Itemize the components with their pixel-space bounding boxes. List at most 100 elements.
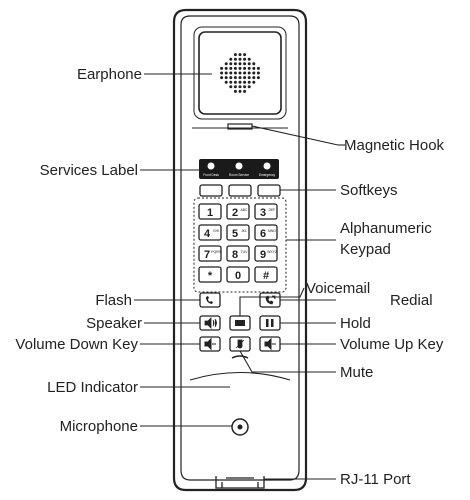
grille-hole	[229, 71, 233, 75]
service-icon	[235, 162, 243, 170]
grille-hole	[233, 62, 237, 66]
keypad-letters: PQRS	[211, 250, 221, 254]
redial-icon	[265, 295, 276, 305]
keypad-key[interactable]	[254, 245, 278, 262]
service-caption: Room Service	[229, 173, 249, 177]
grille-hole	[243, 57, 247, 61]
mute-icon	[235, 339, 245, 349]
grille-hole	[238, 66, 242, 70]
grille-hole	[243, 53, 247, 57]
label-redial: Redial	[390, 292, 433, 309]
keypad-digit: 7	[204, 249, 210, 261]
label-hold: Hold	[340, 315, 371, 332]
keypad-digit: 0	[235, 270, 241, 282]
label-earphone: Earphone	[76, 66, 142, 83]
keypad-key[interactable]	[198, 224, 222, 241]
grille-hole	[233, 76, 237, 80]
label-mute: Mute	[340, 364, 374, 381]
grille-hole	[229, 57, 233, 61]
grille-hole	[233, 85, 237, 89]
keypad-digit: 1	[207, 207, 213, 219]
grille-hole	[243, 62, 247, 66]
grille-hole	[233, 89, 237, 93]
keypad-key[interactable]	[254, 203, 278, 220]
grille-hole	[243, 80, 247, 84]
grille-hole	[247, 85, 251, 89]
keypad-letters: TUV	[241, 250, 249, 254]
label-volume-down: Volume Down Key	[15, 336, 138, 353]
grille-hole	[238, 71, 242, 75]
grille-hole	[247, 80, 251, 84]
speaker-icon	[204, 317, 217, 329]
keypad-key[interactable]	[198, 266, 222, 283]
grille-hole	[247, 76, 251, 80]
grille-hole	[220, 66, 224, 70]
label-keypad: Keypad	[340, 241, 391, 258]
grille-hole	[238, 80, 242, 84]
softkey-3[interactable]	[257, 184, 281, 197]
keypad-digit: *	[208, 270, 213, 282]
hold-key[interactable]	[259, 315, 281, 331]
grille-hole	[224, 66, 228, 70]
grille-hole	[233, 66, 237, 70]
rj11-port	[215, 476, 265, 489]
keypad-letters: MNO	[268, 229, 276, 233]
keypad-key[interactable]	[226, 203, 250, 220]
grille-hole	[233, 57, 237, 61]
keypad-key[interactable]	[226, 224, 250, 241]
softkey-1[interactable]	[199, 184, 223, 197]
service-icon	[207, 162, 215, 170]
keypad-letters: GHI	[213, 229, 219, 233]
keypad-key[interactable]	[198, 245, 222, 262]
keypad-digit: 5	[232, 228, 238, 240]
grille-hole	[256, 71, 260, 75]
grille-hole	[233, 53, 237, 57]
keypad-key[interactable]	[254, 224, 278, 241]
earphone-grille	[220, 53, 260, 93]
grille-hole	[243, 66, 247, 70]
keypad-frame	[193, 197, 287, 293]
keypad-letters: JKL	[241, 229, 247, 233]
grille-hole	[247, 71, 251, 75]
grille-hole	[247, 66, 251, 70]
grille-hole	[238, 53, 242, 57]
label-alphanumeric: Alphanumeric	[340, 220, 432, 237]
keypad-key[interactable]	[226, 266, 250, 283]
label-led: LED Indicator	[47, 379, 138, 396]
grille-hole	[243, 89, 247, 93]
redial-key[interactable]	[259, 292, 281, 308]
grille-hole	[252, 80, 256, 84]
label-softkeys: Softkeys	[340, 182, 398, 199]
keypad-digit: 3	[260, 207, 266, 219]
keypad-letters: WXYZ	[267, 250, 277, 254]
label-speaker: Speaker	[86, 315, 142, 332]
grille-hole	[229, 66, 233, 70]
grille-hole	[252, 66, 256, 70]
voicemail-icon	[235, 320, 245, 326]
keypad-key[interactable]	[198, 203, 222, 220]
keypad-digit: 4	[204, 228, 211, 240]
grille-hole	[247, 57, 251, 61]
grille-hole	[238, 62, 242, 66]
grille-hole	[256, 76, 260, 80]
grille-hole	[252, 76, 256, 80]
service-icon	[263, 162, 271, 170]
grille-hole	[220, 76, 224, 80]
keypad-key[interactable]	[254, 266, 278, 283]
grille-hole	[229, 80, 233, 84]
grille-hole	[252, 71, 256, 75]
softkey-2[interactable]	[228, 184, 252, 197]
service-caption: Emergency	[259, 173, 276, 177]
flash-key[interactable]	[199, 292, 221, 308]
grille-hole	[252, 62, 256, 66]
grille-hole	[238, 85, 242, 89]
grille-hole	[238, 89, 242, 93]
handset-inner-rim	[180, 15, 300, 481]
grille-hole	[247, 62, 251, 66]
grille-hole	[224, 71, 228, 75]
keypad-key[interactable]	[226, 245, 250, 262]
flash-icon	[206, 296, 213, 304]
grille-hole	[220, 71, 224, 75]
service-caption: Front Desk	[203, 173, 219, 177]
